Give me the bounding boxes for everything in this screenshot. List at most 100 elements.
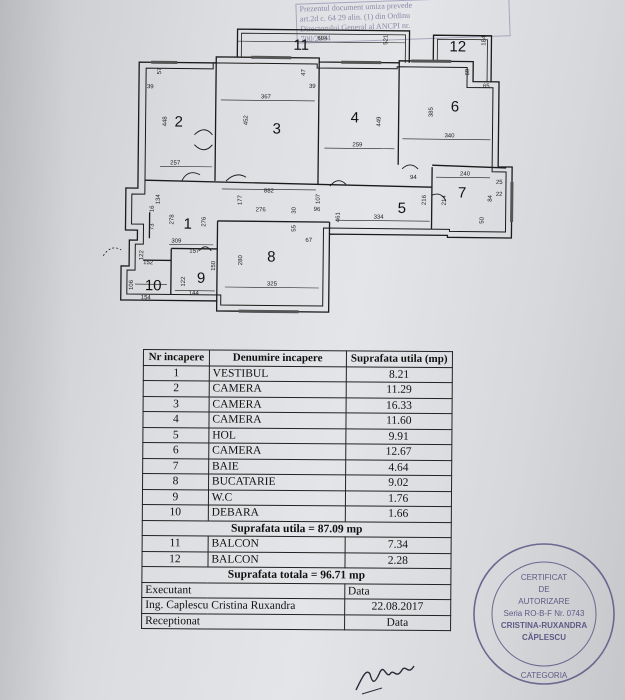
dim-label: 67 [305,238,312,244]
cell-nr: 4 [142,411,209,428]
cell-area: 7.34 [344,536,452,554]
dim-label: 449 [377,116,383,127]
dim-label: 276 [202,216,208,227]
dim-label: 96 [314,207,321,213]
cell-name: CAMERA [208,442,346,460]
floor-plan: 1 2 3 4 5 6 7 8 9 10 11 12 57 39 448 257… [102,28,514,314]
dim-label: 276 [256,207,267,213]
dim-label: 106 [129,279,135,290]
cell-area: 11.60 [345,412,453,430]
dim-label: 157 [189,249,200,255]
cell-nr: 5 [142,427,209,443]
dim-label: 604 [317,36,328,42]
room-label-8: 8 [267,248,276,265]
dim-label: 334 [374,215,385,221]
receptionat-label: Receptionat [141,612,345,630]
cell-name: CAMERA [208,396,346,413]
room-label-2: 2 [175,113,184,130]
dim-label: 309 [171,238,182,244]
cell-area: 9.02 [345,474,452,492]
cell-area: 8.21 [345,366,453,383]
table-header-row: Nr incapere Denumire incapere Suprafata … [143,349,453,368]
dim-label: 177 [238,194,244,205]
dim-label: 150 [211,260,217,271]
room-label-5: 5 [398,200,407,217]
dim-label: 65 [483,84,490,90]
seal-line: Seria RO-B-F Nr. 0743 [504,609,585,618]
cell-name: BALCON [207,551,345,568]
signature [355,665,415,695]
room-label-3: 3 [272,121,281,138]
dim-label: 55 [291,224,297,231]
dim-label: 461 [336,211,342,222]
room-label-6: 6 [451,98,460,115]
cell-name: BALCON [207,535,345,553]
cell-area: 2.28 [344,552,452,569]
dim-label: 154 [141,295,152,301]
seal-line: CĂPLESCU [522,633,566,642]
area-table: Nr incapere Denumire incapere Suprafata … [141,349,453,631]
data-label-2: Data [344,614,451,631]
dim-label: 184 [481,35,487,46]
cell-name: HOL [208,427,346,444]
cell-nr: 7 [142,458,209,474]
room-label-7: 7 [458,184,467,201]
dim-label: 22 [496,192,503,198]
room-label-9: 9 [197,270,206,287]
cell-area: 16.33 [345,397,453,414]
dim-label: 448 [163,116,169,127]
cell-nr: 10 [142,504,209,521]
cell-area: 12.67 [345,443,452,461]
dim-label: 882 [264,188,275,194]
executant-label: Executant [141,581,345,599]
dim-label: 144 [189,291,200,297]
room-label-10: 10 [145,277,162,294]
executant-name: Ing. Caplescu Cristina Ruxandra [141,597,345,615]
cell-name: BUCATARIE [208,473,346,491]
dim-label: 385 [429,106,435,117]
room-label-1: 1 [183,216,192,233]
dim-label: 257 [170,160,181,166]
cell-area: 1.76 [345,490,452,507]
cell-name: BAIE [208,458,346,475]
header-suprafata: Suprafata utila (mp) [345,350,453,368]
dim-label: 69 [465,68,471,75]
dim-label: 30 [292,206,298,213]
seal-line: CATEGORIA [521,671,568,680]
dim-label: 280 [238,254,244,265]
authorization-seal: CERTIFICAT DE AUTORIZARE Seria RO-B-F Nr… [473,543,615,685]
dim-label: 122 [139,249,145,260]
room-label-4: 4 [351,109,360,126]
signoff-row: Executant Data [141,581,451,600]
dim-label: 278 [170,214,176,225]
header-denumire: Denumire incapere [209,349,347,367]
data-label: Data [344,583,451,600]
cell-name: CAMERA [208,411,346,429]
cell-name: CAMERA [209,380,346,398]
cell-nr: 2 [143,380,210,397]
room-label-12: 12 [449,38,466,55]
cell-area: 11.29 [345,381,453,399]
cell-area: 9.91 [345,428,452,445]
dim-label: 452 [244,115,250,126]
dim-label: 25 [496,180,503,186]
dim-label: 122 [181,276,187,287]
dim-label: 134 [156,194,162,205]
cell-area: 1.66 [344,505,452,523]
header-nr: Nr incapere [143,349,210,366]
cell-nr: 9 [142,489,209,505]
dim-label: 39 [309,84,316,90]
signoff-row: Ing. Caplescu Cristina Ruxandra 22.08.20… [141,597,451,616]
cell-nr: 11 [142,535,209,552]
dim-label: 367 [261,94,272,100]
dim-label: 84 [488,194,494,201]
dim-label: 50 [480,216,486,223]
dim-label: 47 [301,68,307,75]
cell-nr: 1 [143,365,210,381]
dim-label: 521 [383,34,389,45]
dim-label: 325 [267,281,278,287]
cell-name: VESTIBUL [209,365,346,382]
dim-label: 240 [460,171,471,177]
inner-wall [126,62,507,307]
